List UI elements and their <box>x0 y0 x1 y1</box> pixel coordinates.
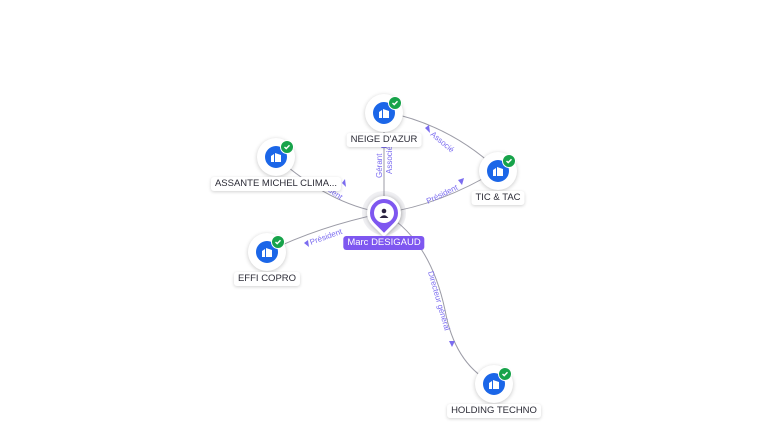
edge-label-neige-tic-associe: Associé <box>429 130 457 155</box>
company-label: EFFI COPRO <box>233 272 301 286</box>
company-label: HOLDING TECHNO <box>447 404 541 418</box>
person-label: Marc DESIGAUD <box>343 236 425 250</box>
arrow-assante <box>342 179 346 187</box>
edge-label-holding-dg: Directeur général <box>426 270 452 332</box>
company-label: NEIGE D'AZUR <box>346 133 422 147</box>
company-label: ASSANTE MICHEL CLIMA... <box>210 177 342 191</box>
edge-label-neige-gerant: Gérant <box>375 153 384 178</box>
arrow-tic <box>458 178 464 185</box>
verified-check-icon <box>502 154 516 168</box>
edge-label-neige-associe: Associé <box>385 145 394 174</box>
verified-check-icon <box>280 140 294 154</box>
arrow-holding <box>449 341 455 347</box>
verified-check-icon <box>498 367 512 381</box>
edge-person-holding <box>383 212 495 385</box>
arrow-effi <box>304 240 309 247</box>
verified-check-icon <box>388 96 402 110</box>
arrow-neige-tic <box>425 125 430 133</box>
company-label: TIC & TAC <box>471 191 525 205</box>
edge-label-effi-president: Président <box>309 227 345 247</box>
person-icon <box>374 203 394 223</box>
verified-check-icon <box>271 235 285 249</box>
edge-label-tic-president: Président <box>425 183 460 206</box>
